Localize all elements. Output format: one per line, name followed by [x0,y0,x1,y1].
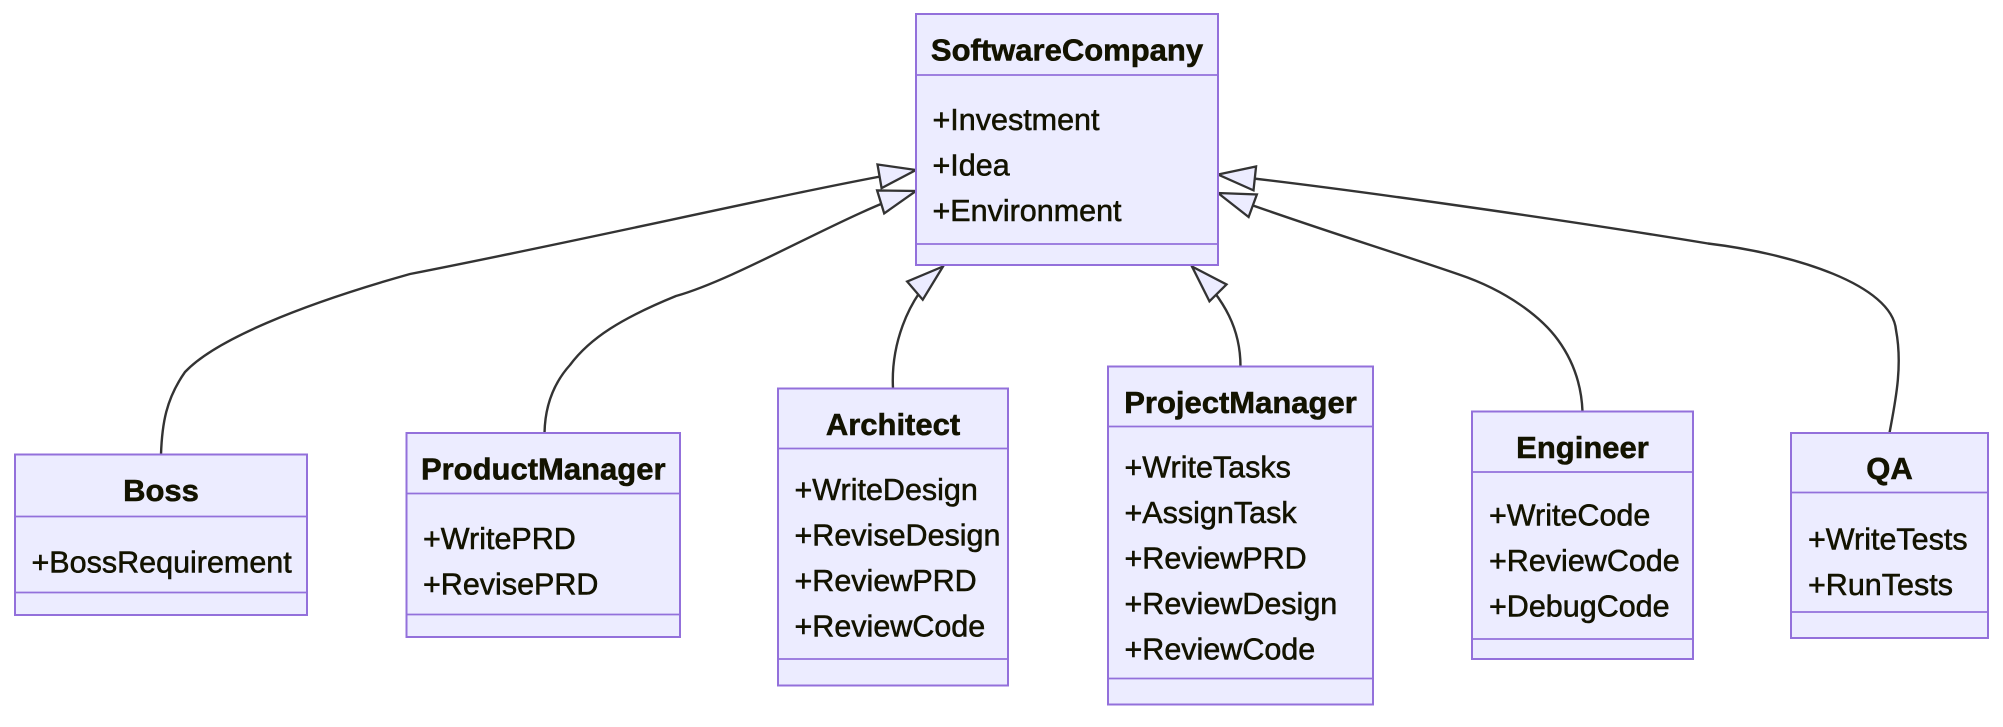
svg-text:+WriteTasks: +WriteTasks [1125,451,1291,485]
svg-text:Boss: Boss [123,473,199,508]
svg-text:+RunTests: +RunTests [1808,568,1953,602]
svg-text:+ReviewDesign: +ReviewDesign [1125,587,1338,621]
svg-text:+Investment: +Investment [933,103,1101,137]
svg-text:+WriteTests: +WriteTests [1808,523,1968,557]
svg-text:SoftwareCompany: SoftwareCompany [931,33,1204,68]
svg-text:Architect: Architect [826,407,960,442]
svg-text:+BossRequirement: +BossRequirement [32,546,293,580]
svg-text:+ReviseDesign: +ReviseDesign [795,519,1001,553]
svg-text:+Environment: +Environment [933,194,1123,228]
svg-text:+AssignTask: +AssignTask [1125,496,1298,530]
svg-text:+ReviewCode: +ReviewCode [1489,544,1680,578]
svg-text:+ReviewPRD: +ReviewPRD [1125,542,1307,576]
svg-text:+ReviewPRD: +ReviewPRD [795,564,977,598]
svg-text:+ReviewCode: +ReviewCode [795,610,986,644]
svg-text:ProjectManager: ProjectManager [1124,385,1357,420]
svg-text:+DebugCode: +DebugCode [1489,590,1670,624]
svg-text:+ReviewCode: +ReviewCode [1125,633,1316,667]
svg-text:+WriteDesign: +WriteDesign [795,473,978,507]
svg-text:QA: QA [1866,451,1913,486]
svg-text:+RevisePRD: +RevisePRD [423,568,598,602]
svg-text:+WriteCode: +WriteCode [1489,499,1650,533]
svg-text:ProductManager: ProductManager [421,452,666,487]
svg-text:+Idea: +Idea [933,149,1010,183]
svg-text:+WritePRD: +WritePRD [423,522,576,556]
svg-text:Engineer: Engineer [1516,430,1649,465]
